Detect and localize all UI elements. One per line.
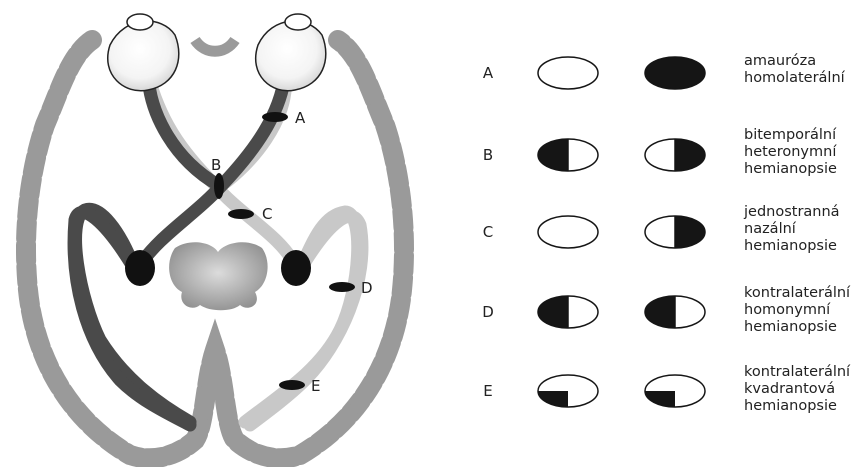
right-eye [256, 14, 326, 91]
lesion-c-marker [228, 209, 254, 219]
legend-row-c-line-2: nazální [744, 221, 840, 238]
legend-row-a-description: amauróza homolaterální [744, 53, 845, 87]
legend-row-c-line-1: jednostranná [744, 204, 840, 221]
left-geniculate-nucleus [125, 250, 155, 286]
legend-row-e-right-field [645, 375, 705, 407]
legend-row-c-right-field [645, 216, 705, 248]
legend-row-b-left-field [538, 139, 598, 171]
lesion-b-label: B [211, 156, 221, 174]
legend-row-e-line-1: kontralaterální [744, 364, 850, 381]
legend-row-b-description: bitemporální heteronymní hemianopsie [744, 127, 837, 178]
legend-row-d-line-2: homonymní [744, 302, 850, 319]
left-eye [108, 14, 179, 91]
legend-row-a-line-2: homolaterální [744, 70, 845, 87]
legend-row-c-description: jednostranná nazální hemianopsie [744, 204, 840, 255]
legend-row-c-left-field [538, 216, 598, 248]
legend-row-e-letter: E [478, 382, 498, 400]
legend-row-c-line-3: hemianopsie [744, 238, 840, 255]
legend-row-d-right-field [645, 296, 705, 328]
legend-row-a-letter: A [478, 64, 498, 82]
legend-row-b-line-3: hemianopsie [744, 161, 837, 178]
legend-row-e-left-field [538, 375, 598, 407]
legend-row-d-line-3: hemianopsie [744, 319, 850, 336]
legend-row-b-line-1: bitemporální [744, 127, 837, 144]
lesion-d-marker [329, 282, 355, 292]
legend-row-b-letter: B [478, 146, 498, 164]
lesion-a-marker [262, 112, 288, 122]
legend-row-d-left-field [538, 296, 598, 328]
legend-row-b-line-2: heteronymní [744, 144, 837, 161]
lesion-b-marker [214, 173, 224, 199]
legend-row-d-line-1: kontralaterální [744, 285, 850, 302]
legend-row-e-description: kontralaterální kvadrantová hemianopsie [744, 364, 850, 415]
right-geniculate-nucleus [281, 250, 311, 286]
legend-row-e-line-3: hemianopsie [744, 398, 850, 415]
legend-row-a-right-field [645, 57, 705, 89]
lesion-c-label: C [262, 205, 272, 223]
lesion-d-label: D [361, 279, 373, 297]
legend-field-icons [538, 57, 705, 407]
legend-row-d-letter: D [478, 303, 498, 321]
legend-row-c-letter: C [478, 223, 498, 241]
legend-row-a-line-1: amauróza [744, 53, 845, 70]
thalamus [169, 242, 267, 310]
legend-row-b-right-field [645, 139, 705, 171]
lesion-e-marker [279, 380, 305, 390]
legend-row-d-description: kontralaterální homonymní hemianopsie [744, 285, 850, 336]
legend-row-e-line-2: kvadrantová [744, 381, 850, 398]
legend-row-a-left-field [538, 57, 598, 89]
lesion-a-label: A [295, 109, 306, 127]
lesion-e-label: E [311, 377, 320, 395]
